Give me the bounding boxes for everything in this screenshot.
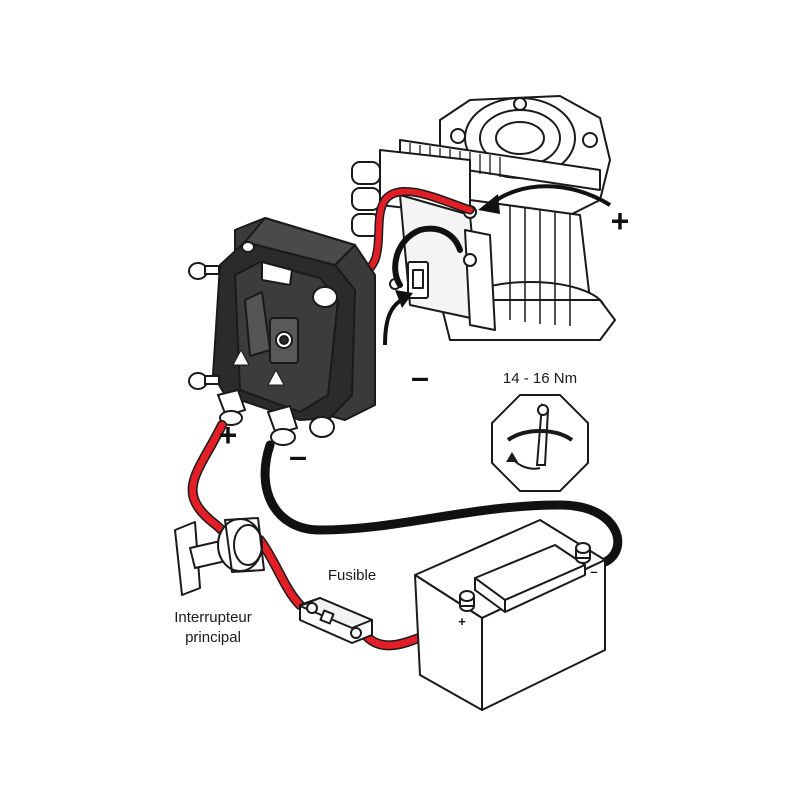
main-switch bbox=[174, 517, 265, 596]
battery-minus-sign: – bbox=[590, 564, 597, 579]
motor bbox=[351, 95, 616, 341]
negative-arrow bbox=[383, 290, 413, 346]
switch-label-line2: principal bbox=[185, 629, 241, 646]
battery-plus-sign: + bbox=[458, 614, 466, 629]
negative-cable bbox=[260, 440, 623, 567]
controller-plus-sign: + bbox=[219, 417, 238, 453]
fuse-label: Fusible bbox=[328, 567, 376, 584]
fuse bbox=[299, 597, 373, 644]
mounting-screws bbox=[188, 241, 255, 390]
cable-glands bbox=[216, 388, 299, 446]
torque-icon bbox=[491, 394, 589, 492]
positive-arrow bbox=[478, 184, 612, 214]
controller-minus-sign: – bbox=[289, 438, 307, 474]
motor-negative-lead bbox=[392, 225, 463, 288]
torque-label: 14 - 16 Nm bbox=[503, 370, 577, 387]
switch-label-line1: Interrupteur bbox=[174, 609, 252, 626]
controller-box bbox=[212, 217, 376, 438]
battery bbox=[414, 519, 606, 711]
motor-plus-sign: + bbox=[611, 203, 630, 239]
motor-minus-sign: – bbox=[411, 359, 429, 395]
